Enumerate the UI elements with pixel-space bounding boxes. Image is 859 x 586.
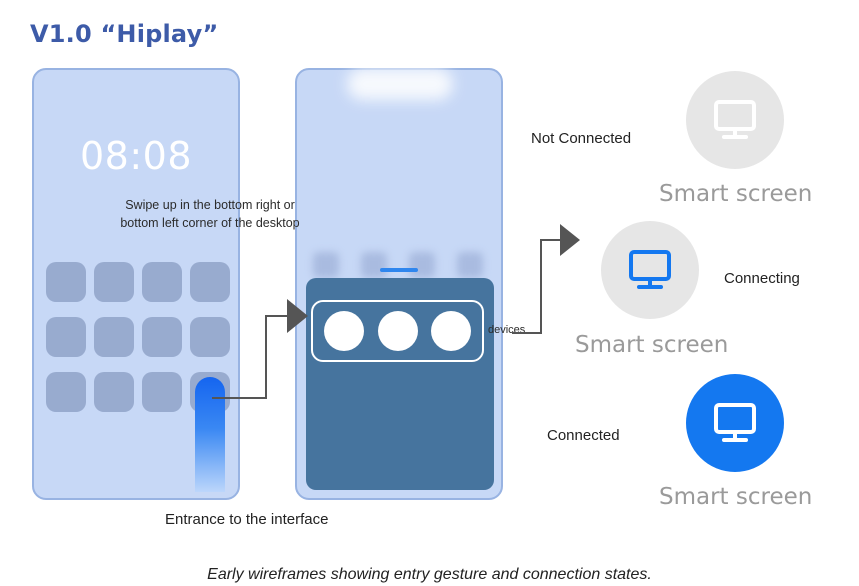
state-label-not-connected: Not Connected [531,130,632,147]
state-label-connecting: Connecting [724,270,800,287]
app-tile [142,262,182,302]
smart-screen-not-connected[interactable] [686,71,784,169]
lockscreen-clock: 08:08 [79,134,192,178]
app-tile [190,262,230,302]
app-tile [46,372,86,412]
app-tile [94,372,134,412]
app-tile [142,372,182,412]
monitor-icon [629,250,671,289]
device-slot[interactable] [324,311,364,351]
state-connector-line [512,239,560,334]
diagram-title: V1.0 “Hiplay” [30,20,219,48]
entrance-connector-arrowhead [287,299,308,333]
app-tile [46,317,86,357]
sheet-drag-handle[interactable] [380,268,418,272]
blurred-app-tile [457,252,483,278]
blurred-app-tile [313,252,339,278]
app-tile [94,262,134,302]
state-connector-arrowhead [560,224,580,256]
blurred-app-tile [409,252,435,278]
blurred-clock [347,68,453,100]
entrance-connector-line [212,315,287,399]
smart-screen-connecting[interactable] [601,221,699,319]
app-tile [46,262,86,302]
gesture-hint-text: Swipe up in the bottom right or bottom l… [120,198,300,230]
monitor-icon [714,100,756,139]
smart-screen-connected[interactable] [686,374,784,472]
device-name-not-connected: Smart screen [659,181,813,207]
app-tile [94,317,134,357]
figure-caption: Early wireframes showing entry gesture a… [207,566,652,583]
device-slot[interactable] [377,311,418,351]
nearby-devices-group [311,300,484,362]
phone-wireframe-desktop: 08:08 [32,68,240,500]
device-name-connected: Smart screen [659,484,813,510]
monitor-icon [714,403,756,442]
device-name-connecting: Smart screen [575,332,729,358]
state-label-connected: Connected [547,427,620,444]
app-tile [190,317,230,357]
app-tile [142,317,182,357]
device-slot[interactable] [431,311,471,351]
swipe-up-gesture-indicator [195,377,225,492]
blurred-app-tile [361,252,387,278]
entrance-caption: Entrance to the interface [165,511,329,528]
